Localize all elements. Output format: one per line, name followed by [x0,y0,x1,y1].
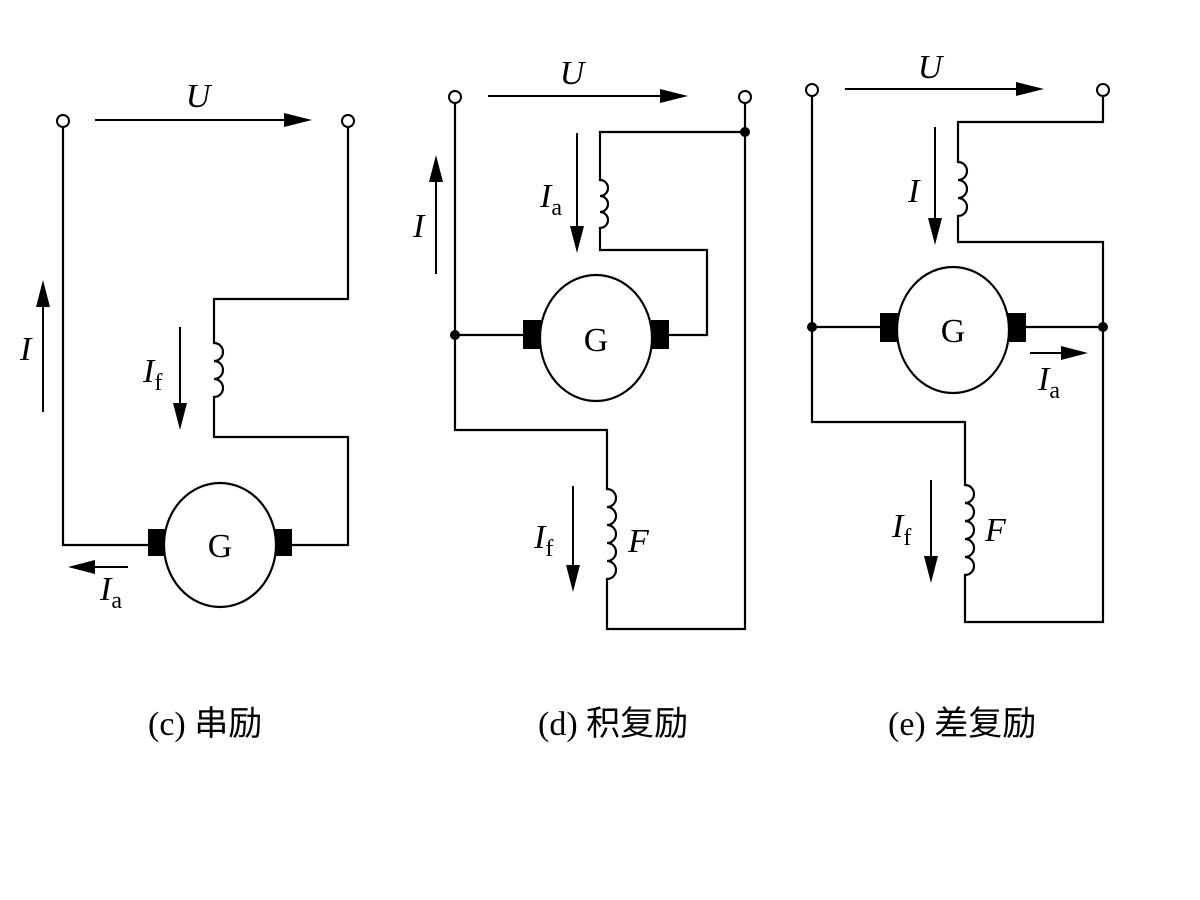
armature-current-arrowhead-d [570,226,584,253]
armature-current-label-d: Ia [539,178,562,221]
terminal-e-left [805,83,819,97]
current-label-c: I [19,331,33,368]
diagram-d-cumulative-compound: G U I Ia If F (d) 积复励 [412,55,752,743]
wire-e-series-bottom [956,214,1105,624]
field-current-arrowhead-d [566,565,580,592]
field-winding-label-d: F [627,523,650,560]
terminal-d-right [738,90,752,104]
brush-c-right [274,529,292,556]
terminal-d-left [448,90,462,104]
series-field-coil-c [213,341,225,399]
voltage-label-d: U [560,55,587,92]
caption-d: (d) 积复励 [538,705,688,743]
junction-d-right [740,127,750,137]
wire-c-right [212,127,350,345]
current-arrowhead-c [36,280,50,307]
voltage-label-c: U [186,78,213,115]
junction-d-left [450,330,460,340]
brush-d-right [651,320,669,349]
brush-c-left [148,529,166,556]
field-current-arrowhead-c [173,403,187,430]
wire-d-series-bottom [598,226,709,337]
junction-e-right [1098,322,1108,332]
generator-e [895,265,1011,395]
armature-current-arrowhead-e [1061,346,1088,360]
current-arrowhead-e [928,218,942,245]
field-current-label-d: If [533,519,553,562]
series-field-coil-e [957,160,969,218]
wire-d-left [453,102,609,491]
terminal-c-right [341,114,355,128]
current-label-e: I [907,173,921,210]
caption-c: (c) 串励 [148,706,262,743]
series-field-coil-d [599,178,610,230]
wire-e-left [810,95,967,487]
brush-e-left [880,313,898,342]
brush-d-left [523,320,541,349]
field-winding-label-e: F [984,512,1007,549]
generator-e-label: G [941,313,966,350]
wire-c-left [61,127,150,547]
current-arrowhead-d [429,155,443,182]
generator-c-label: G [208,528,233,565]
diagram-e-differential-compound: G U I Ia If F (e) 差复励 [805,49,1110,743]
generator-d-label: G [584,322,609,359]
wire-e-right [956,95,1105,164]
armature-current-label-c: Ia [99,571,122,614]
terminal-c-left [56,114,70,128]
wire-d-series-top [598,130,747,182]
field-current-arrowhead-e [924,556,938,583]
caption-e: (e) 差复励 [888,705,1036,743]
wire-d-right [605,102,747,631]
current-label-d: I [412,208,426,245]
generator-d [538,273,654,403]
shunt-field-coil-d [606,487,618,581]
voltage-arrowhead-c [284,113,312,127]
armature-current-label-e: Ia [1037,361,1060,404]
wire-c-lower-right [212,395,350,547]
terminal-e-right [1096,83,1110,97]
junction-e-left [807,322,817,332]
voltage-label-e: U [918,49,945,86]
field-current-label-c: If [142,353,162,396]
brush-e-right [1008,313,1026,342]
voltage-arrowhead-d [660,89,688,103]
shunt-field-coil-e [964,483,976,577]
field-current-label-e: If [891,508,911,551]
voltage-arrowhead-e [1016,82,1044,96]
generator-c [162,481,278,609]
armature-current-arrowhead-c [68,560,95,574]
diagram-c-series: G U I If Ia (c) 串励 [19,78,355,743]
